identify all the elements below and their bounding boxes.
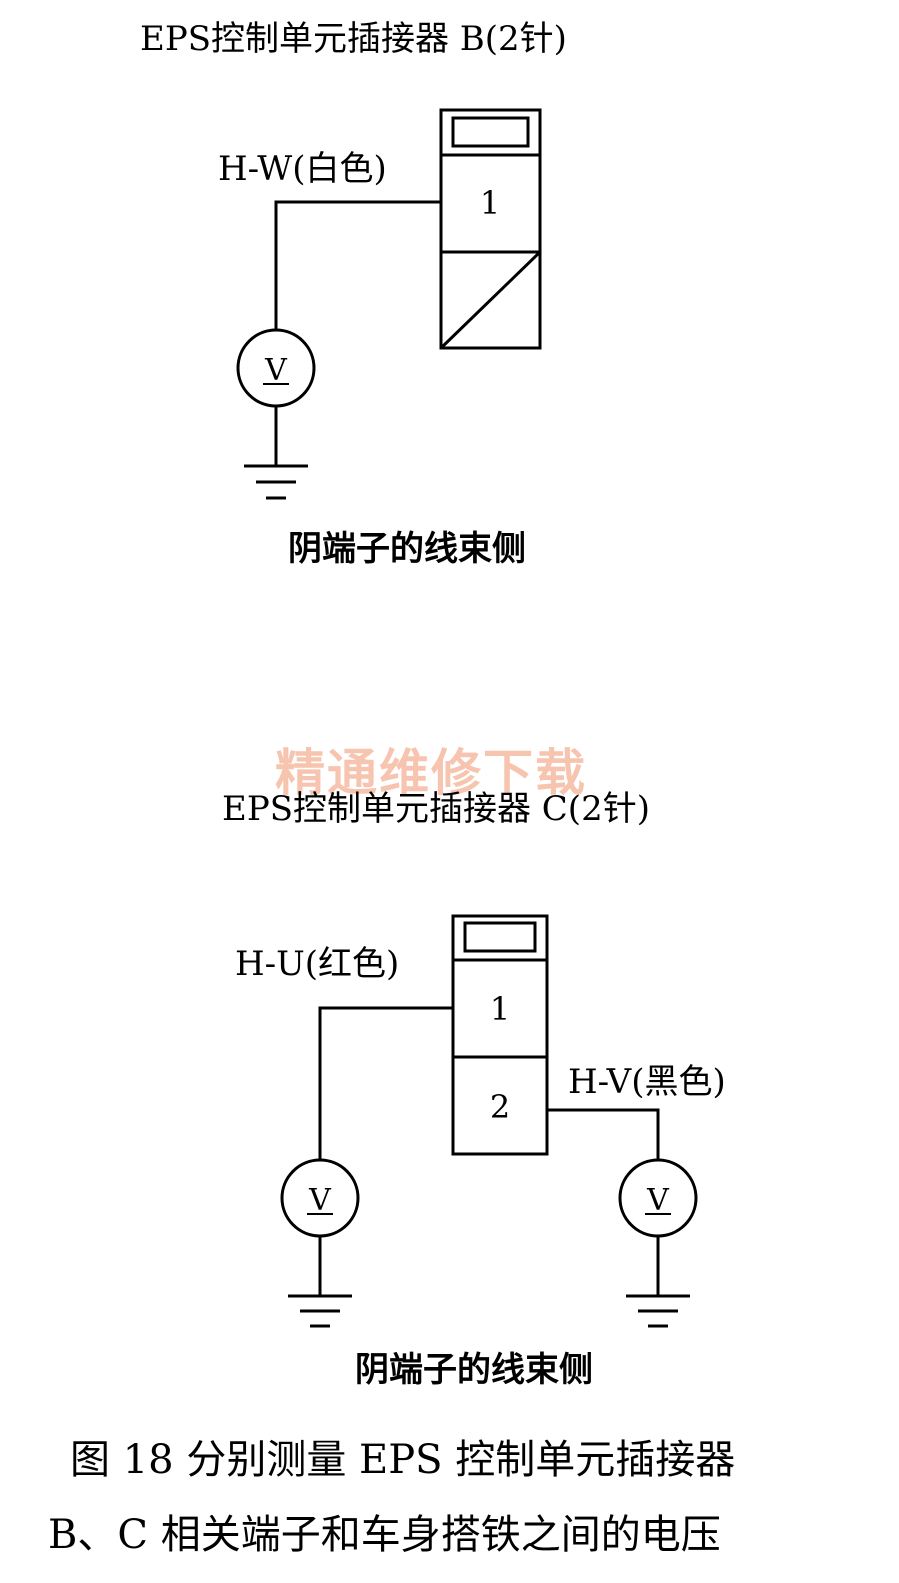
diagram-c-wire-label-right: H-V(黑色) [568, 1062, 726, 1102]
figure-caption-line2: B、C 相关端子和车身搭铁之间的电压 [48, 1512, 721, 1558]
diagram-b-wire-label: H-W(白色) [218, 149, 387, 189]
connector-c [451, 914, 549, 1156]
wire-c-left [318, 1006, 453, 1160]
voltmeter-b-label: V [264, 353, 288, 388]
diagram-c-title: EPS控制单元插接器 C(2针) [222, 789, 650, 829]
connector-b [439, 108, 542, 350]
ground-icon [244, 464, 308, 500]
connector-c-latch [463, 921, 537, 953]
voltmeter-c-left-label: V [308, 1183, 332, 1218]
diagram-b-side-label: 阴端子的线束侧 [288, 529, 526, 569]
watermark: 精通维修下载 [275, 743, 587, 802]
figure-caption-line1: 图 18 分别测量 EPS 控制单元插接器 [70, 1437, 736, 1483]
connector-c-pin-2: 2 [490, 1088, 510, 1126]
ground-icon [626, 1294, 690, 1328]
connector-b-pin-1: 1 [480, 184, 500, 222]
diagram-b-title: EPS控制单元插接器 B(2针) [140, 19, 567, 59]
diagram-c-wire-label-left: H-U(红色) [235, 944, 400, 984]
connector-b-empty-pin [439, 250, 542, 350]
wire-b [274, 200, 441, 330]
wire-c-right [547, 1108, 660, 1160]
connector-c-pin-1: 1 [490, 990, 510, 1028]
connector-b-latch [451, 116, 530, 148]
diagram-c-side-label: 阴端子的线束侧 [355, 1350, 593, 1390]
voltmeter-c-right-label: V [646, 1183, 670, 1218]
ground-icon [288, 1294, 352, 1328]
